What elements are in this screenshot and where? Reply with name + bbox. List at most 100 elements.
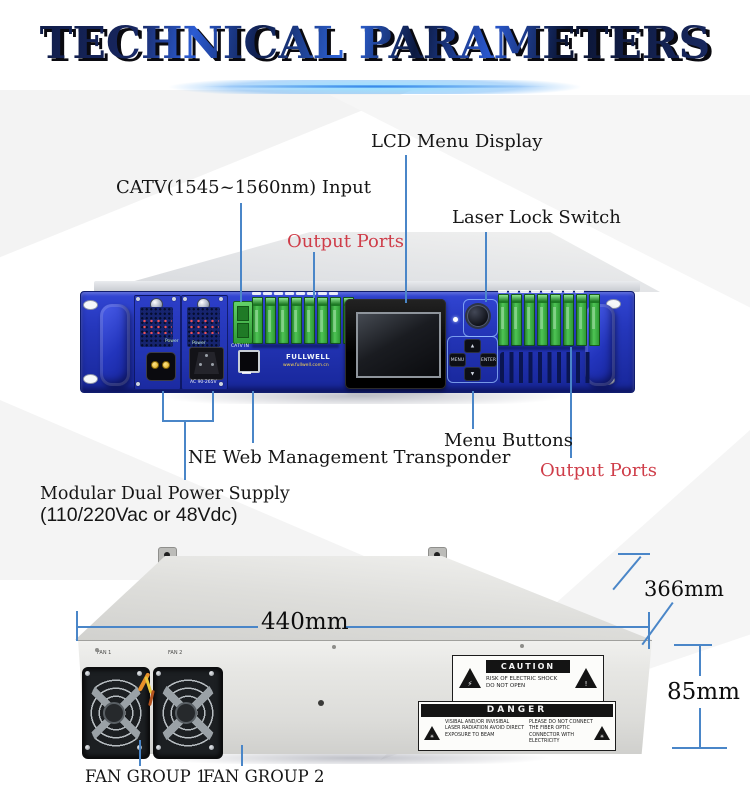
fan-screw — [85, 745, 90, 750]
panel-screw — [183, 297, 187, 301]
dim-440-text: 440mm — [261, 609, 349, 635]
label-catv-input: CATV(1545~1560nm) Input — [116, 177, 371, 198]
label-fan-group-2: FAN GROUP 2 — [203, 767, 325, 786]
panel-screw — [219, 297, 223, 301]
label-ne-transponder: NE Web Management Transponder — [188, 447, 511, 468]
down-arrow-icon: ▼ — [470, 371, 475, 377]
status-led — [453, 317, 458, 322]
bank-shadow — [498, 346, 585, 350]
page-title-shadow: TECHNICAL PARAMETERS — [4, 21, 750, 72]
catv-input-terminal — [233, 301, 253, 344]
fan-1-hub — [103, 702, 125, 724]
enter-button-label: ENTER — [481, 357, 496, 363]
lcd-screen — [356, 312, 441, 378]
sc-apc-port — [589, 294, 600, 346]
dim-85-tick-bottom — [672, 747, 727, 749]
output-port-bank-left — [252, 297, 354, 344]
danger-label: DANGER ✳ VISIBAL AND/OR INVISIBAL LASER … — [418, 701, 616, 751]
danger-title-bar: DANGER — [421, 704, 613, 717]
leader-psu-b — [212, 391, 214, 422]
rear-device-shadow — [95, 752, 615, 764]
leader-output-right — [570, 347, 572, 458]
leader-laser-lock — [485, 232, 487, 302]
rear-screw — [95, 648, 99, 652]
label-psu-line1: Modular Dual Power Supply — [40, 484, 290, 504]
label-fan-group-1: FAN GROUP 1 — [85, 767, 207, 786]
menu-button-label: MENU — [450, 357, 465, 363]
leader-fan-group-1 — [139, 740, 141, 766]
catv-port-label: CATV IN — [231, 344, 249, 349]
panel-screw — [172, 297, 176, 301]
rear-screw — [332, 645, 336, 649]
sc-apc-port — [265, 297, 276, 344]
leader-psu-stem — [184, 422, 186, 480]
menu-up-button[interactable]: ▲ — [464, 339, 481, 353]
leader-psu-bracket — [162, 420, 214, 422]
sc-apc-port — [304, 297, 315, 344]
psu2-rating-label: AC 90-265V — [190, 380, 217, 385]
menu-down-button[interactable]: ▼ — [464, 367, 481, 381]
menu-buttons-outline — [447, 336, 498, 383]
panel-screw — [136, 297, 140, 301]
sc-apc-port — [576, 294, 587, 346]
menu-button[interactable]: MENU — [449, 353, 466, 367]
page-title-text: TECHNICAL PARAMETERS — [39, 18, 711, 69]
leader-catv — [240, 203, 242, 302]
label-psu-line2: (110/220Vac or 48Vdc) — [40, 504, 238, 526]
enter-button[interactable]: ENTER — [480, 353, 497, 367]
caution-title: CAUTION — [500, 662, 556, 671]
rear-screw — [520, 644, 524, 648]
caution-text: RISK OF ELECTRIC SHOCK DO NOT OPEN — [486, 676, 574, 691]
port-number-labels — [252, 292, 338, 295]
sc-apc-port — [550, 294, 561, 346]
fan-screw — [156, 745, 161, 750]
fan2-label: FAN 2 — [168, 650, 183, 656]
danger-title: DANGER — [486, 705, 548, 715]
dim-85-tick-top — [674, 644, 712, 646]
panel-screw — [136, 382, 140, 386]
dc-pin — [151, 361, 159, 369]
laser-lock-switch[interactable] — [467, 305, 489, 327]
danger-text-left: VISIBAL AND/OR INVISIBAL LASER RADIATION… — [445, 720, 525, 738]
dim-440-tick-right — [648, 612, 650, 649]
front-handle-left — [100, 304, 130, 386]
dim-366-text: 366mm — [644, 577, 724, 601]
sc-apc-port — [317, 297, 328, 344]
title-glow-core — [170, 85, 580, 88]
up-arrow-icon: ▲ — [470, 343, 475, 349]
fan-screw — [156, 671, 161, 676]
sc-apc-port — [563, 294, 574, 346]
label-output-ports-right: Output Ports — [540, 460, 657, 481]
leader-ne — [252, 391, 254, 443]
dc-pin — [162, 361, 170, 369]
front-device-top-edge — [94, 281, 640, 292]
sc-apc-port — [291, 297, 302, 344]
sc-apc-port — [252, 297, 263, 344]
leader-psu-a — [162, 391, 164, 422]
sc-apc-port — [524, 294, 535, 346]
bank-shadow — [252, 344, 339, 348]
label-lcd-display: LCD Menu Display — [371, 131, 543, 152]
front-vent-slots — [500, 352, 592, 383]
leader-output-left — [313, 252, 315, 298]
ground-point — [318, 700, 324, 706]
dim-366-tick-top — [618, 553, 650, 555]
fan-screw — [209, 745, 214, 750]
fan-screw — [137, 671, 142, 676]
dim-440-tick-left — [76, 611, 78, 641]
caution-line1: RISK OF ELECTRIC SHOCK — [486, 676, 558, 682]
caution-title-bar: CAUTION — [486, 660, 570, 673]
brand-logo: FULLWELL — [286, 353, 331, 361]
label-menu-buttons: Menu Buttons — [444, 430, 573, 451]
rj45-nms-port — [238, 350, 260, 373]
leader-fan-group-2 — [241, 745, 243, 766]
port-number-labels — [498, 290, 584, 293]
laser-warning-icon: ✳ — [424, 726, 440, 740]
panel-screw — [219, 382, 223, 386]
caution-line2: DO NOT OPEN — [486, 683, 526, 690]
fan-screw — [85, 671, 90, 676]
rack-ear-hole — [83, 374, 98, 384]
dim-85-text: 85mm — [667, 679, 740, 705]
dim-440-line-right — [344, 626, 648, 628]
